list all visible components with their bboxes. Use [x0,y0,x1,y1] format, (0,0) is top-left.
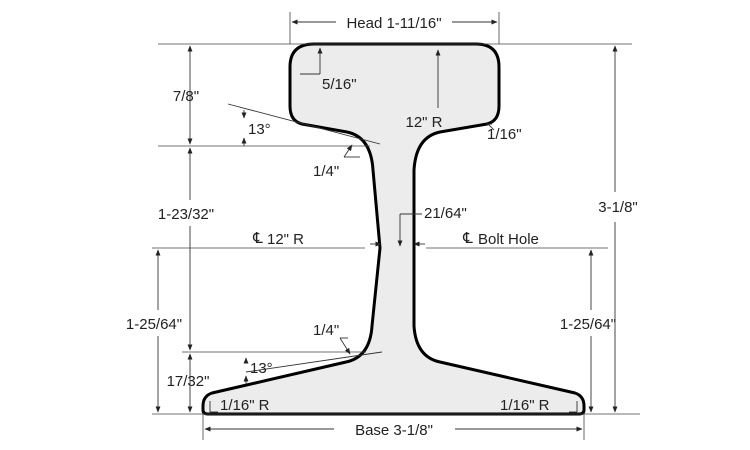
head-width-label: Head 1-11/16" [346,15,441,32]
upper-web-fillet-label: 1/4" [313,163,339,180]
right-centerline-symbol: ℄ [462,230,473,247]
upper-angle-guide [227,103,381,145]
web-height-label: 1-23/32" [158,206,214,223]
right-bolt-height-label: 1-25/64" [560,316,616,333]
head-depth-label: 7/8" [173,88,199,105]
bolt-hole-label: Bolt Hole [478,231,539,248]
head-corner-radius-label: 5/16" [322,76,357,93]
base-depth-label: 17/32" [167,373,210,390]
web-radius-label: 12" R [267,231,304,248]
base-left-radius-label: 1/16" R [220,397,270,414]
lower-web-fillet-label: 1/4" [313,322,339,339]
left-bolt-height-label: 1-25/64" [126,316,182,333]
head-fillet-leader [487,123,495,131]
left-centerline-symbol: ℄ [252,230,263,247]
base-right-radius-label: 1/16" R [500,397,550,414]
web-thickness-label: 21/64" [424,205,467,222]
base-width-label: Base 3-1/8" [355,422,433,439]
head-fillet-label: 1/16" [487,126,522,143]
total-height-label: 3-1/8" [598,199,638,216]
lower-angle-label: 13° [250,360,273,377]
lower-angle-guide [245,351,383,373]
lower-web-fillet-leader [339,337,351,355]
upper-web-fillet-leader [343,144,353,158]
rail-profile-outline [201,42,586,416]
upper-angle-label: 13° [248,121,271,138]
crown-radius-label: 12" R [405,114,442,131]
